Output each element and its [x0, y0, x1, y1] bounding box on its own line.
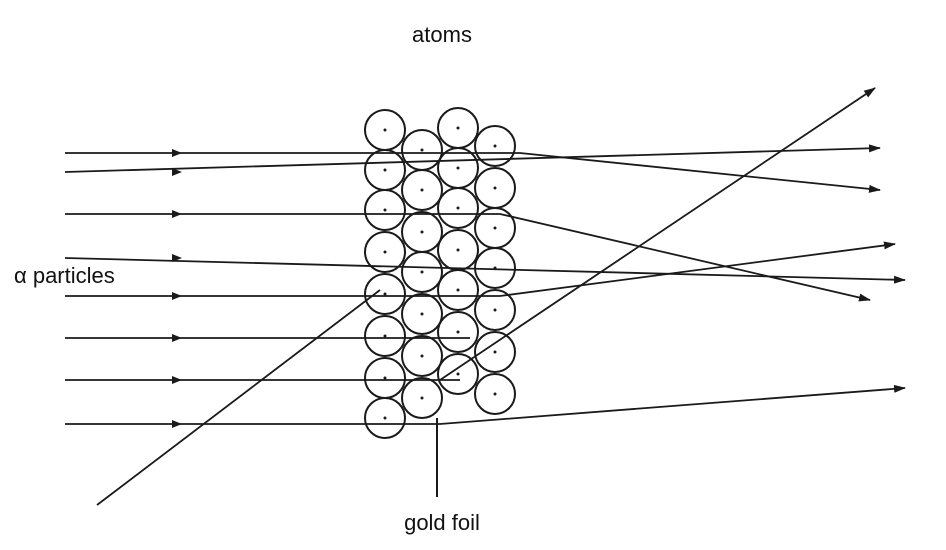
nucleus-dot	[420, 270, 424, 274]
direction-arrow	[172, 292, 182, 300]
gold-atoms	[364, 107, 516, 439]
nucleus-dot	[383, 376, 387, 380]
atoms-label: atoms	[412, 22, 472, 47]
alpha-track	[65, 241, 896, 297]
nucleus-dot	[456, 330, 460, 334]
alpha-track	[64, 144, 881, 173]
nucleus-dot	[420, 396, 424, 400]
nucleus-dot	[383, 250, 387, 254]
direction-arrow	[172, 210, 182, 218]
nucleus-dot	[383, 416, 387, 420]
nucleus-dot	[456, 372, 460, 376]
alpha-track	[65, 152, 881, 193]
nucleus-dot	[383, 128, 387, 132]
nucleus-dot	[420, 354, 424, 358]
direction-arrow	[172, 254, 182, 262]
nucleus-dot	[383, 292, 387, 296]
nucleus-dot	[456, 166, 460, 170]
nucleus-dot	[383, 208, 387, 212]
alpha-track	[439, 87, 876, 381]
direction-arrow	[172, 149, 182, 157]
nucleus-dot	[456, 206, 460, 210]
nucleus-dot	[456, 126, 460, 130]
nucleus-dot	[456, 288, 460, 292]
direction-arrow	[172, 334, 182, 342]
alpha-track	[96, 289, 381, 506]
nucleus-dot	[493, 350, 497, 354]
nucleus-dot	[493, 144, 497, 148]
nucleus-dot	[493, 308, 497, 312]
nucleus-dot	[493, 226, 497, 230]
direction-arrow	[172, 376, 182, 384]
nucleus-dot	[420, 312, 424, 316]
nucleus-dot	[493, 186, 497, 190]
alpha-particles-label: α particles	[14, 263, 115, 288]
nucleus-dot	[383, 168, 387, 172]
direction-arrow	[172, 168, 182, 176]
nucleus-dot	[493, 392, 497, 396]
direction-arrow	[172, 420, 182, 428]
nucleus-dot	[420, 148, 424, 152]
nucleus-dot	[456, 248, 460, 252]
nucleus-dot	[420, 188, 424, 192]
alpha-track	[65, 213, 871, 302]
alpha-track	[65, 384, 906, 425]
alpha-track	[64, 257, 906, 284]
alpha-particle-tracks	[64, 87, 906, 506]
gold-foil-label: gold foil	[404, 510, 480, 535]
nucleus-dot	[420, 230, 424, 234]
nucleus-dot	[383, 334, 387, 338]
